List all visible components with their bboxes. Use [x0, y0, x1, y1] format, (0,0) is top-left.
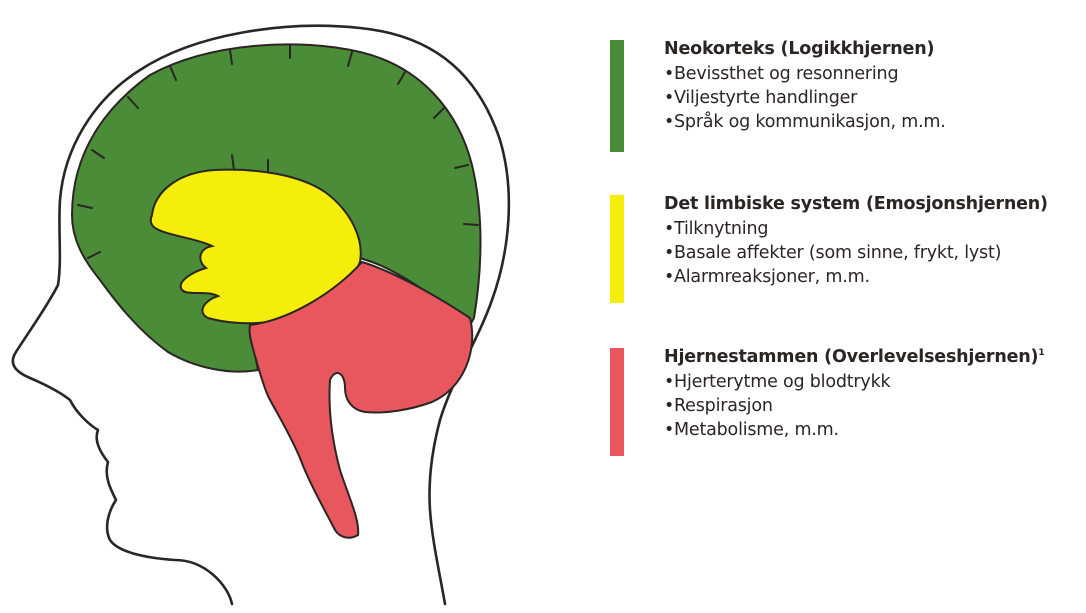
- footnote-marker: 1: [1038, 348, 1044, 358]
- legend-item: Bevissthet og resonnering: [664, 62, 1084, 86]
- limbic-color-bar: [610, 195, 624, 303]
- legend-title-limbic: Det limbiske system (Emosjonshjernen): [664, 191, 1084, 217]
- legend-title-neocortex: Neokorteks (Logikkhjernen): [664, 36, 1084, 62]
- legend-item: Språk og kommunikasjon, m.m.: [664, 110, 1084, 134]
- legend-item: Alarmreaksjoner, m.m.: [664, 265, 1084, 289]
- head-brain-illustration: [0, 0, 600, 613]
- legend-item: Hjerterytme og blodtrykk: [664, 370, 1084, 394]
- legend-item: Tilknytning: [664, 217, 1084, 241]
- legend-list-neocortex: Bevissthet og resonnering Viljestyrte ha…: [664, 62, 1084, 134]
- legend-item: Metabolisme, m.m.: [664, 418, 1084, 442]
- legend-item: Viljestyrte handlinger: [664, 86, 1084, 110]
- legend-title-brainstem: Hjernestammen (Overlevelseshjernen)1: [664, 344, 1084, 370]
- neocortex-color-bar: [610, 40, 624, 152]
- legend-item: Respirasjon: [664, 394, 1084, 418]
- legend-list-brainstem: Hjerterytme og blodtrykk Respirasjon Met…: [664, 370, 1084, 442]
- legend-list-limbic: Tilknytning Basale affekter (som sinne, …: [664, 217, 1084, 289]
- legend-item: Basale affekter (som sinne, frykt, lyst): [664, 241, 1084, 265]
- brainstem-color-bar: [610, 348, 624, 456]
